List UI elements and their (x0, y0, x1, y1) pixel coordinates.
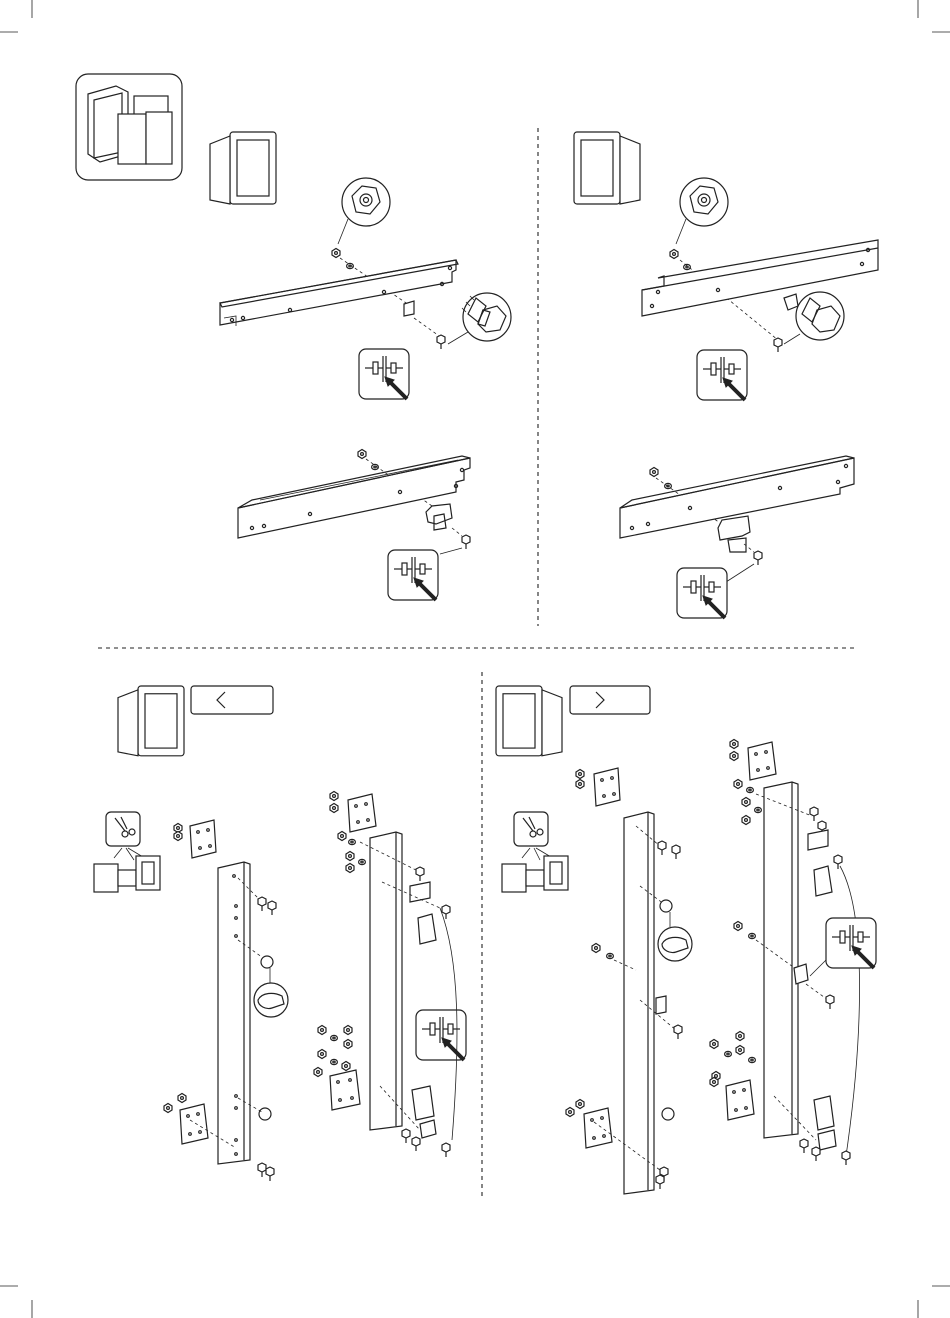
door-right-hinge-icon (574, 132, 640, 204)
torque-step-icon (388, 550, 438, 600)
cutter-icon (514, 812, 548, 846)
torque-step-icon (677, 568, 727, 618)
door-left-hinge-icon (210, 132, 276, 204)
post-right (624, 812, 654, 1194)
rail-top-left (220, 260, 456, 325)
torque-step-icon (697, 350, 747, 400)
hinge-part (94, 856, 160, 892)
post-left-2 (370, 832, 402, 1130)
cutter-icon (106, 812, 140, 846)
torque-step-icon (359, 349, 409, 399)
chevron-right-button (570, 686, 650, 714)
panel-top-right (574, 132, 878, 618)
chevron-left-button (191, 686, 273, 714)
hinge-part (502, 856, 568, 892)
door-right-hinge-icon (496, 686, 562, 756)
rail-top-left-2 (238, 458, 470, 538)
torque-step-icon (416, 1010, 466, 1060)
post-right-2 (764, 782, 798, 1138)
cabinet-corner-icon (76, 74, 182, 180)
panel-bottom-left (94, 686, 466, 1181)
panel-top-left (210, 132, 511, 600)
door-left-hinge-icon (118, 686, 184, 756)
torque-step-icon (826, 918, 876, 968)
panel-bottom-right (496, 686, 876, 1194)
post-left (218, 862, 250, 1164)
